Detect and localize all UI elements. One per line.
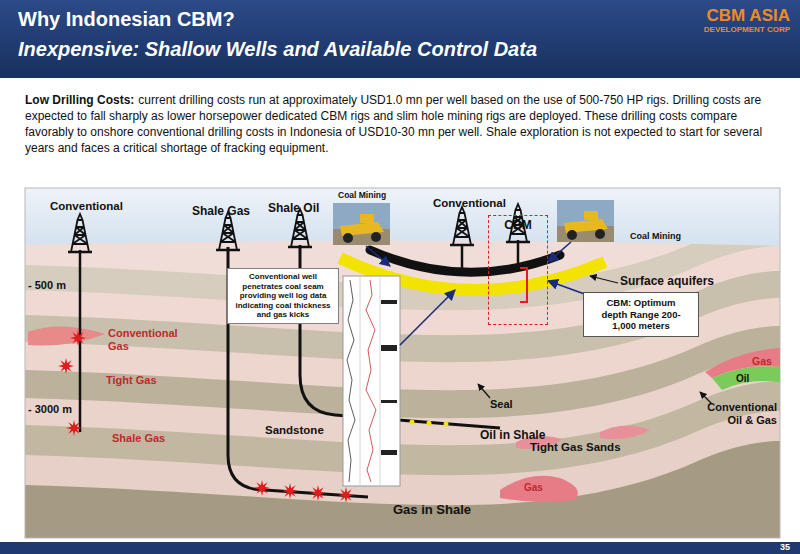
sky <box>25 188 780 250</box>
truck-cab <box>360 214 374 223</box>
photo-label: Coal Mining <box>630 231 681 241</box>
reservoir-label: Tight Gas Sands <box>530 441 621 454</box>
lead-in: Low Drilling Costs: <box>25 93 134 107</box>
reservoir-label: Conventional Gas <box>108 327 188 352</box>
well-bore <box>517 240 520 265</box>
coal-marker <box>381 450 397 455</box>
leader-arrow <box>478 384 490 398</box>
reservoir-label: Gas <box>752 355 772 367</box>
oil-dot <box>444 422 449 427</box>
drilling-rig <box>450 207 474 245</box>
body-text: current drilling costs run at approximat… <box>25 93 762 155</box>
node-text: CBM: Optimum depth Range 200-1,000 meter… <box>598 297 684 332</box>
gas-burst <box>338 487 354 503</box>
well-label: Conventional <box>50 200 123 213</box>
rock-layer <box>25 326 780 538</box>
diagram-frame <box>25 188 780 538</box>
oil-reservoir <box>712 366 780 390</box>
rock-layer <box>25 354 780 538</box>
gas-burst <box>58 358 74 374</box>
gas-reservoir <box>500 476 578 502</box>
coal-marker <box>381 300 397 304</box>
gas-reservoir <box>28 326 105 345</box>
well-label: Shale Gas <box>192 205 250 219</box>
leader-arrow <box>366 246 390 266</box>
node-text: Conventional well penetrates coal seam p… <box>231 272 335 320</box>
leader-arrow <box>548 242 571 262</box>
reservoir-label: Oil in Shale <box>480 429 545 443</box>
gas-burst <box>70 330 86 346</box>
truck-wheel <box>343 233 353 243</box>
reservoir-label: Tight Gas <box>106 374 157 387</box>
header-bar <box>0 0 800 78</box>
reservoir-label: Shale Gas <box>112 432 165 445</box>
layer-label: Surface aquifers <box>620 275 714 289</box>
reservoir-label: Oil <box>736 373 749 385</box>
callout-box: Conventional well penetrates coal seam p… <box>227 268 339 324</box>
log-track <box>360 276 380 486</box>
cbm-zone-box: CBM <box>488 215 548 325</box>
truck-wheel <box>567 230 577 240</box>
leader-arrow <box>590 276 618 283</box>
gas-burst <box>310 485 326 501</box>
truck-wheel <box>371 232 381 242</box>
rock-layer <box>25 411 780 538</box>
shale-layer <box>25 441 780 538</box>
well-label: Conventional <box>433 197 506 210</box>
log-curve <box>347 280 355 482</box>
well-log <box>343 276 400 486</box>
logo-text: CBM ASIA <box>680 6 790 26</box>
mining-photo <box>557 200 614 242</box>
oil-dot <box>427 421 432 426</box>
rock-layer <box>25 271 780 538</box>
oil-dot <box>410 420 415 425</box>
callout-box: CBM: Optimum depth Range 200-1,000 meter… <box>583 292 699 337</box>
slide-title: Why Indonesian CBM? <box>18 8 235 31</box>
layer-label: Sandstone <box>265 424 324 437</box>
reservoir-label: Gas <box>524 482 543 494</box>
photo-sky <box>557 200 614 242</box>
truck-cab <box>584 211 598 220</box>
body-paragraph: Low Drilling Costs:current drilling cost… <box>25 92 780 156</box>
depth-label: - 500 m <box>28 279 66 292</box>
drilling-rig <box>68 214 92 252</box>
gas-burst <box>282 483 298 499</box>
log-curve <box>366 280 376 482</box>
coal-seam <box>370 250 560 272</box>
callout-arrow <box>548 281 583 294</box>
slide-subtitle: Inexpensive: Shallow Wells and Available… <box>18 38 537 61</box>
leader-arrow <box>400 290 455 345</box>
rock-layer <box>25 381 780 538</box>
truck-wheel <box>595 229 605 239</box>
logo-text: DEVELOPMENT CORP <box>670 25 790 34</box>
layer-label: Seal <box>490 398 513 411</box>
node-text: CBM <box>489 218 547 232</box>
well-label: Shale Oil <box>268 202 319 216</box>
gas-burst <box>254 480 270 496</box>
reservoir-label: Conventional Oil & Gas <box>693 401 777 426</box>
tight-gas-sand <box>600 425 650 439</box>
rock-layer <box>25 221 780 538</box>
footer-bar <box>0 542 800 554</box>
rock-layer <box>25 246 780 538</box>
depth-label: - 3000 m <box>28 403 72 416</box>
mining-photo <box>333 203 390 245</box>
page-number: 35 <box>750 542 790 552</box>
photo-label: Coal Mining <box>338 191 386 201</box>
well-bore <box>461 245 464 272</box>
coal-marker <box>381 400 397 403</box>
depth-bracket <box>520 268 527 302</box>
photo-sky <box>333 203 390 245</box>
coal-marker <box>381 345 397 351</box>
reservoir-label: Gas in Shale <box>393 503 471 518</box>
gas-burst <box>66 420 82 436</box>
